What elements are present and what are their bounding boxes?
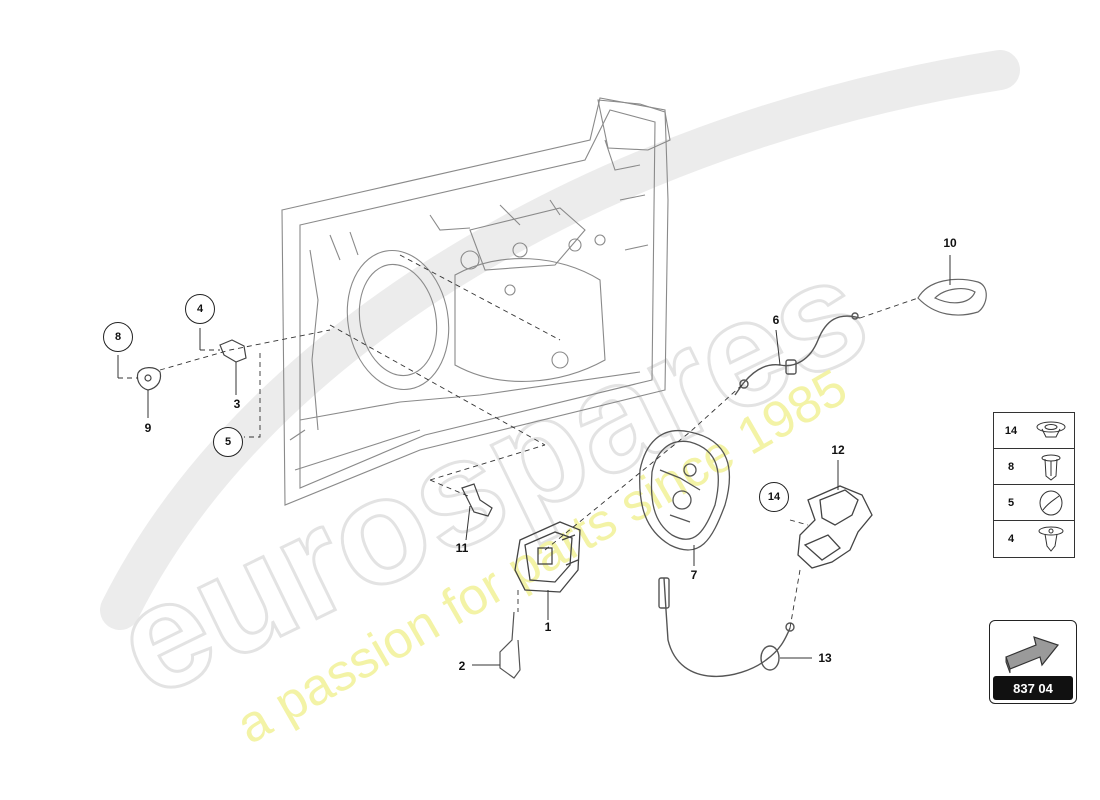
legend-row: 14 — [994, 413, 1074, 449]
callout-9: 9 — [144, 421, 152, 435]
cap-plug-icon — [1028, 488, 1074, 518]
fastener-legend: 14 8 5 4 — [993, 412, 1075, 558]
legend-number: 8 — [1007, 460, 1015, 473]
grommet-icon — [1028, 417, 1074, 445]
expansion-rivet-icon — [1028, 452, 1074, 482]
handle-trim-part — [917, 278, 987, 316]
actuating-rod-part — [499, 611, 521, 679]
push-clip-icon — [1028, 524, 1074, 554]
actuator-part — [797, 485, 873, 569]
watermark: eurospares a passion for parts since 198… — [89, 50, 1020, 755]
callout-1: 1 — [544, 620, 552, 634]
leader-lines — [117, 255, 951, 666]
callout-5: 5 — [213, 427, 243, 457]
cover-plate-part — [639, 430, 731, 551]
callout-13: 13 — [818, 651, 832, 665]
callout-8: 8 — [103, 322, 133, 352]
callout-7: 7 — [690, 568, 698, 582]
callout-4: 4 — [185, 294, 215, 324]
callout-6: 6 — [772, 313, 780, 327]
legend-row: 4 — [994, 521, 1074, 557]
direction-arrow-icon — [1005, 636, 1060, 674]
callout-10: 10 — [943, 236, 957, 250]
door-lock-part — [514, 521, 581, 593]
legend-row: 8 — [994, 449, 1074, 485]
legend-number: 5 — [1007, 496, 1015, 509]
assembly-lines — [118, 254, 919, 629]
callout-3: 3 — [233, 397, 241, 411]
release-cable-part — [658, 577, 795, 678]
legend-number: 14 — [1004, 424, 1018, 437]
clip-part-11 — [461, 483, 493, 517]
callout-2: 2 — [458, 659, 466, 673]
door-frame — [281, 97, 671, 506]
callout-11: 11 — [455, 541, 469, 555]
legend-row: 5 — [994, 485, 1074, 521]
inner-cable-part — [734, 312, 861, 396]
callout-12: 12 — [831, 443, 845, 457]
small-parts-left — [136, 339, 247, 391]
page-reference-box: 837 04 — [989, 620, 1077, 704]
legend-number: 4 — [1007, 533, 1015, 545]
callout-14: 14 — [759, 482, 789, 512]
reference-code: 837 04 — [993, 676, 1073, 700]
